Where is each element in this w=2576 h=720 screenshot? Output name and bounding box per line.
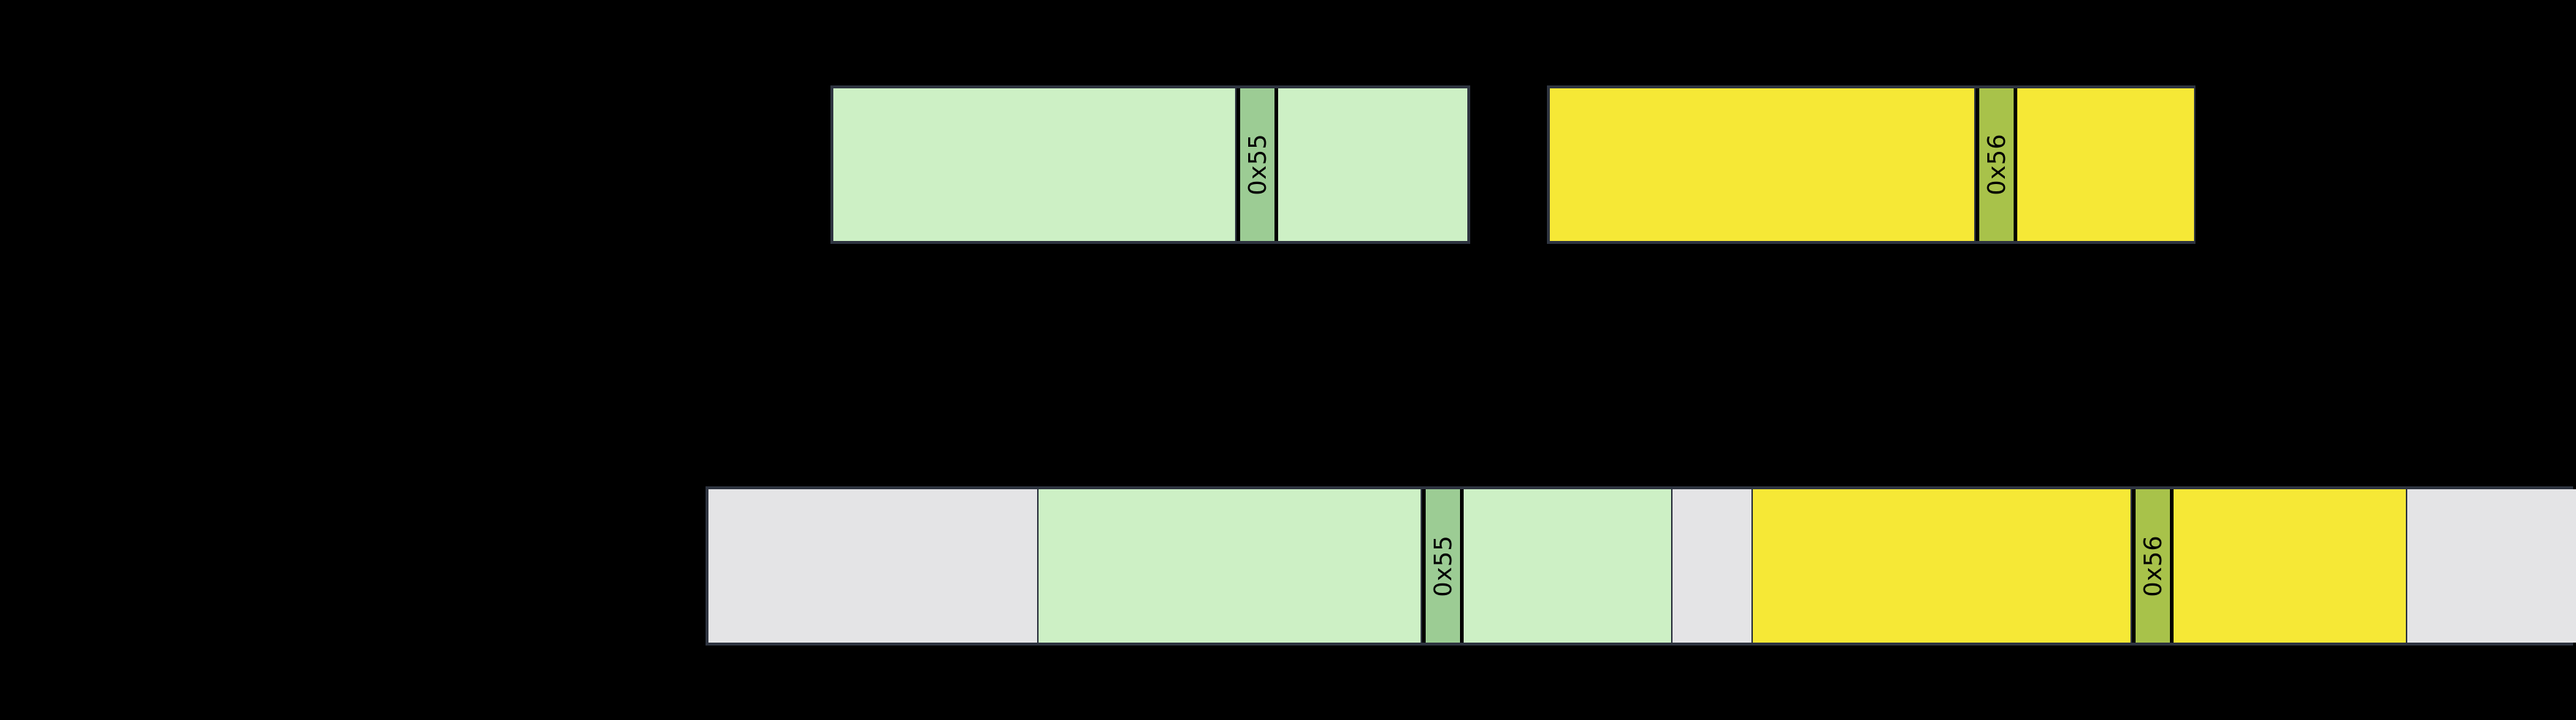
cell-gray-tail[interactable] xyxy=(2407,489,2576,643)
cell-yellow-marker[interactable]: 0x56 xyxy=(1976,88,2017,241)
cell-yellow-body-1[interactable] xyxy=(1753,489,2132,643)
cell-yellow-body-2[interactable] xyxy=(2174,489,2407,643)
cell-address-label: 0x55 xyxy=(1429,535,1457,597)
cell-green-marker[interactable]: 0x55 xyxy=(1422,489,1464,643)
cell-address-label: 0x56 xyxy=(2139,535,2167,597)
cell-green-marker[interactable]: 0x55 xyxy=(1237,88,1278,241)
cell-gray-middle[interactable] xyxy=(1673,489,1753,643)
strip-yellow-top: 0x56 xyxy=(1547,85,2195,244)
cell-yellow-body-2[interactable] xyxy=(2017,88,2194,241)
cell-green-body-1[interactable] xyxy=(833,88,1237,241)
cell-green-body-2[interactable] xyxy=(1278,88,1467,241)
cell-yellow-marker[interactable]: 0x56 xyxy=(2132,489,2174,643)
cell-green-body-1[interactable] xyxy=(1039,489,1422,643)
cell-address-label: 0x56 xyxy=(1982,134,2011,196)
cell-address-label: 0x55 xyxy=(1243,134,1272,196)
cell-green-body-2[interactable] xyxy=(1464,489,1673,643)
strip-combined-bottom: 0x55 0x56 xyxy=(706,486,2576,646)
cell-yellow-body-1[interactable] xyxy=(1550,88,1976,241)
cell-gray-head[interactable] xyxy=(708,489,1039,643)
strip-green-top: 0x55 xyxy=(830,85,1470,244)
